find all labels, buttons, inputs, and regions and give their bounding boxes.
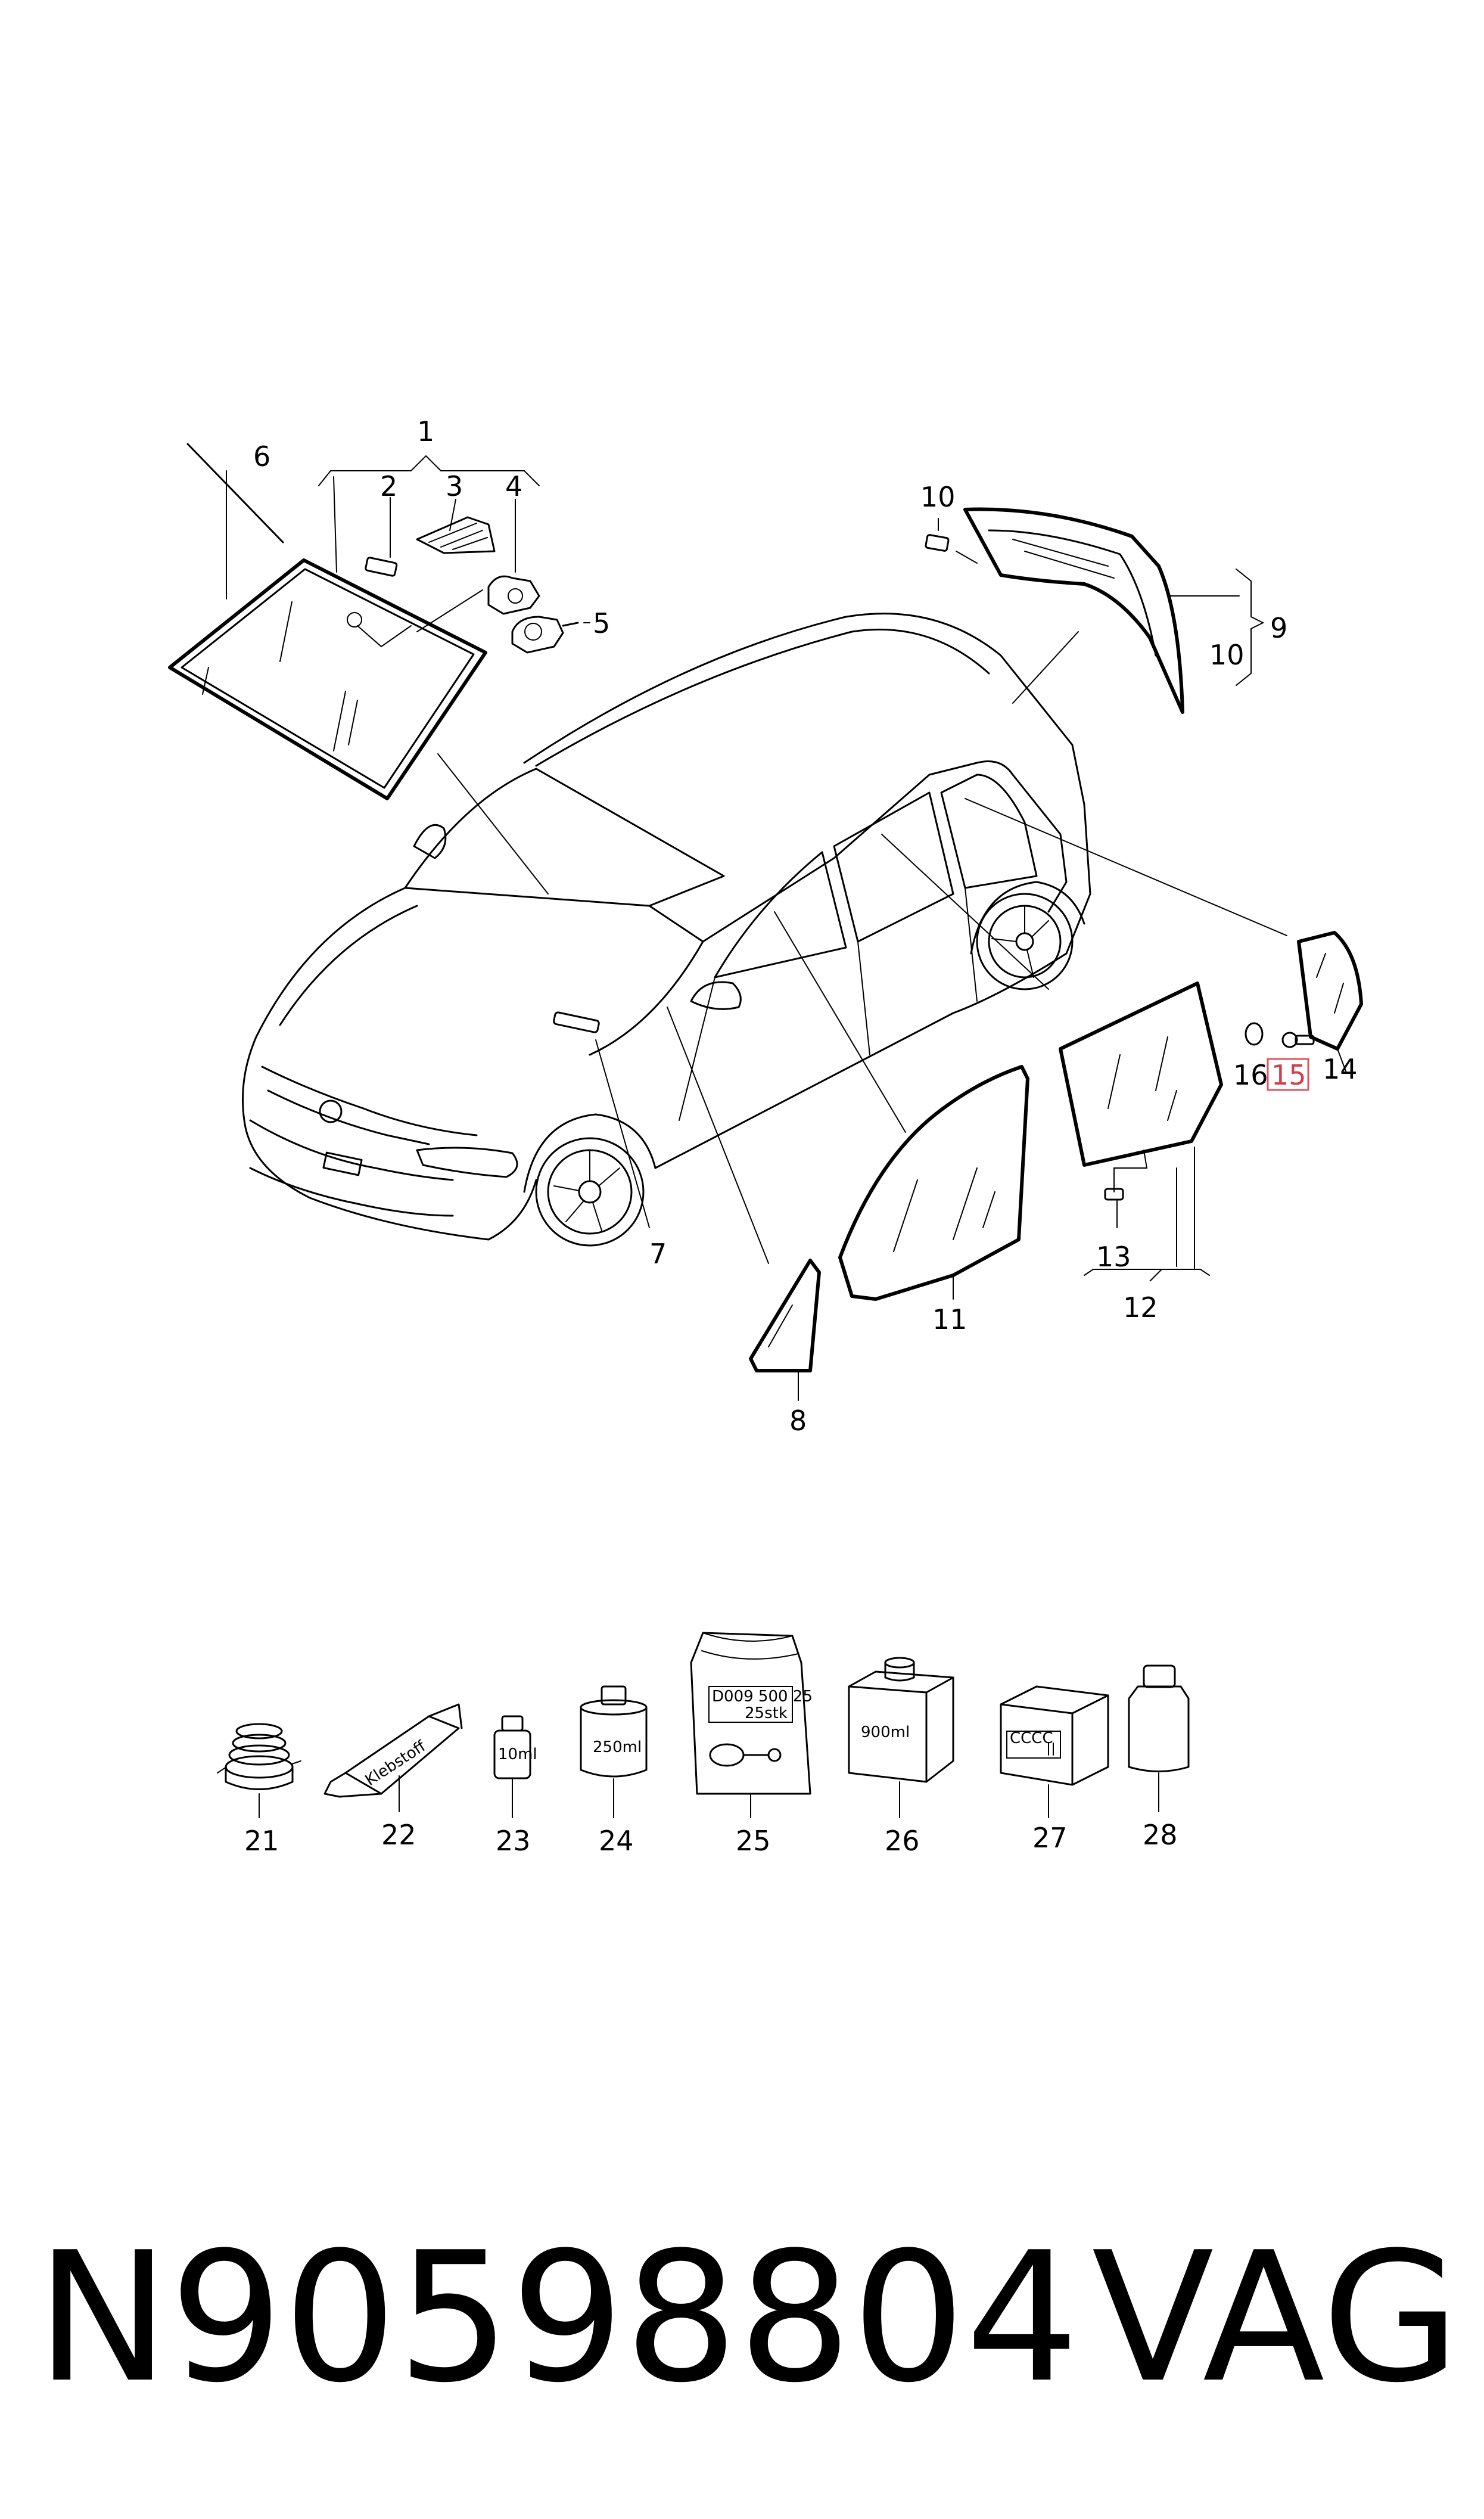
part-16-washer xyxy=(1245,1022,1264,1046)
callout-13: 13 xyxy=(1096,1241,1131,1273)
callout-8: 8 xyxy=(789,1405,807,1437)
part-12-rear-door-glass xyxy=(1059,981,1223,1282)
brand-name: VAG xyxy=(1091,2214,1460,2422)
part-15-bolt xyxy=(1281,1032,1315,1048)
bracket-9 xyxy=(1236,569,1265,686)
part-14-rear-quarter-glass xyxy=(1297,931,1363,1073)
callout-2: 2 xyxy=(380,470,397,502)
part-27-carton: CCCC 27 xyxy=(1000,1685,1109,1854)
part-28-bottle: 28 xyxy=(1128,1664,1190,1851)
part-4-sensor xyxy=(487,575,540,615)
callout-25: 25 xyxy=(736,1825,771,1857)
callout-27: 27 xyxy=(1032,1822,1068,1854)
callout-3: 3 xyxy=(446,470,463,502)
leader-lines xyxy=(437,595,1287,1264)
bag-label-line1: D009 500 25 xyxy=(712,1688,813,1706)
callout-7: 7 xyxy=(649,1238,667,1270)
part-number: N90598804 xyxy=(36,2214,1079,2422)
callout-15-highlight xyxy=(1267,1058,1309,1091)
callout-10-bottom: 10 xyxy=(1209,639,1245,671)
part-25-parts-bag: D009 500 25 25stk 25 xyxy=(690,1632,813,1857)
part-23-small-bottle: 10ml 23 xyxy=(493,1715,537,1857)
part-8-quarter-glass xyxy=(749,1259,821,1401)
part-7-trim xyxy=(553,1011,600,1033)
callout-6: 6 xyxy=(253,440,270,473)
small-bottle-label: 10ml xyxy=(498,1745,537,1763)
callout-1: 1 xyxy=(417,415,434,448)
part-22-adhesive-tube: Klebstoff 22 xyxy=(323,1703,463,1851)
parts-diagram: 1 2 3 4 5 6 7 8 9 10 10 11 12 13 14 15 1… xyxy=(168,415,1363,1857)
callout-15: 15 xyxy=(1271,1059,1306,1091)
part-21-sealing-cord: 21 xyxy=(217,1723,301,1857)
car-body xyxy=(242,613,1091,1247)
callout-16: 16 xyxy=(1233,1059,1268,1091)
part-2-clip xyxy=(365,557,398,577)
part-24-can: 250ml 24 xyxy=(580,1685,648,1857)
callout-22: 22 xyxy=(381,1819,416,1851)
bracket-1 xyxy=(226,455,590,632)
callout-14: 14 xyxy=(1323,1053,1358,1085)
callout-21: 21 xyxy=(244,1825,279,1857)
callout-9: 9 xyxy=(1270,612,1287,644)
callout-23: 23 xyxy=(496,1825,531,1857)
part-9-rear-window xyxy=(963,507,1184,714)
callout-11: 11 xyxy=(932,1303,967,1335)
box-label: 900ml xyxy=(861,1723,910,1741)
part-3-cover xyxy=(416,516,496,554)
footer: N90598804 VAG xyxy=(0,2205,1484,2455)
callout-4: 4 xyxy=(505,470,522,502)
part-5-sensor xyxy=(511,616,579,654)
can-label: 250ml xyxy=(593,1738,642,1756)
callout-5: 5 xyxy=(593,607,610,639)
part-26-container-box: 900ml 26 xyxy=(848,1657,954,1857)
callout-24: 24 xyxy=(599,1825,634,1857)
callout-26: 26 xyxy=(885,1825,920,1857)
part-10-clip xyxy=(925,518,978,564)
part-11-front-door-glass xyxy=(838,1065,1029,1301)
callout-labels: 1 2 3 4 5 6 7 8 9 10 10 11 12 13 14 15 1… xyxy=(253,415,1358,1437)
bag-label-line2: 25stk xyxy=(745,1704,788,1722)
callout-28: 28 xyxy=(1143,1819,1178,1851)
carton-label: CCCC xyxy=(1010,1729,1053,1747)
windscreen xyxy=(168,558,487,800)
callout-12: 12 xyxy=(1123,1291,1158,1324)
callout-10-top: 10 xyxy=(920,481,956,513)
windscreen-strip xyxy=(186,443,284,543)
